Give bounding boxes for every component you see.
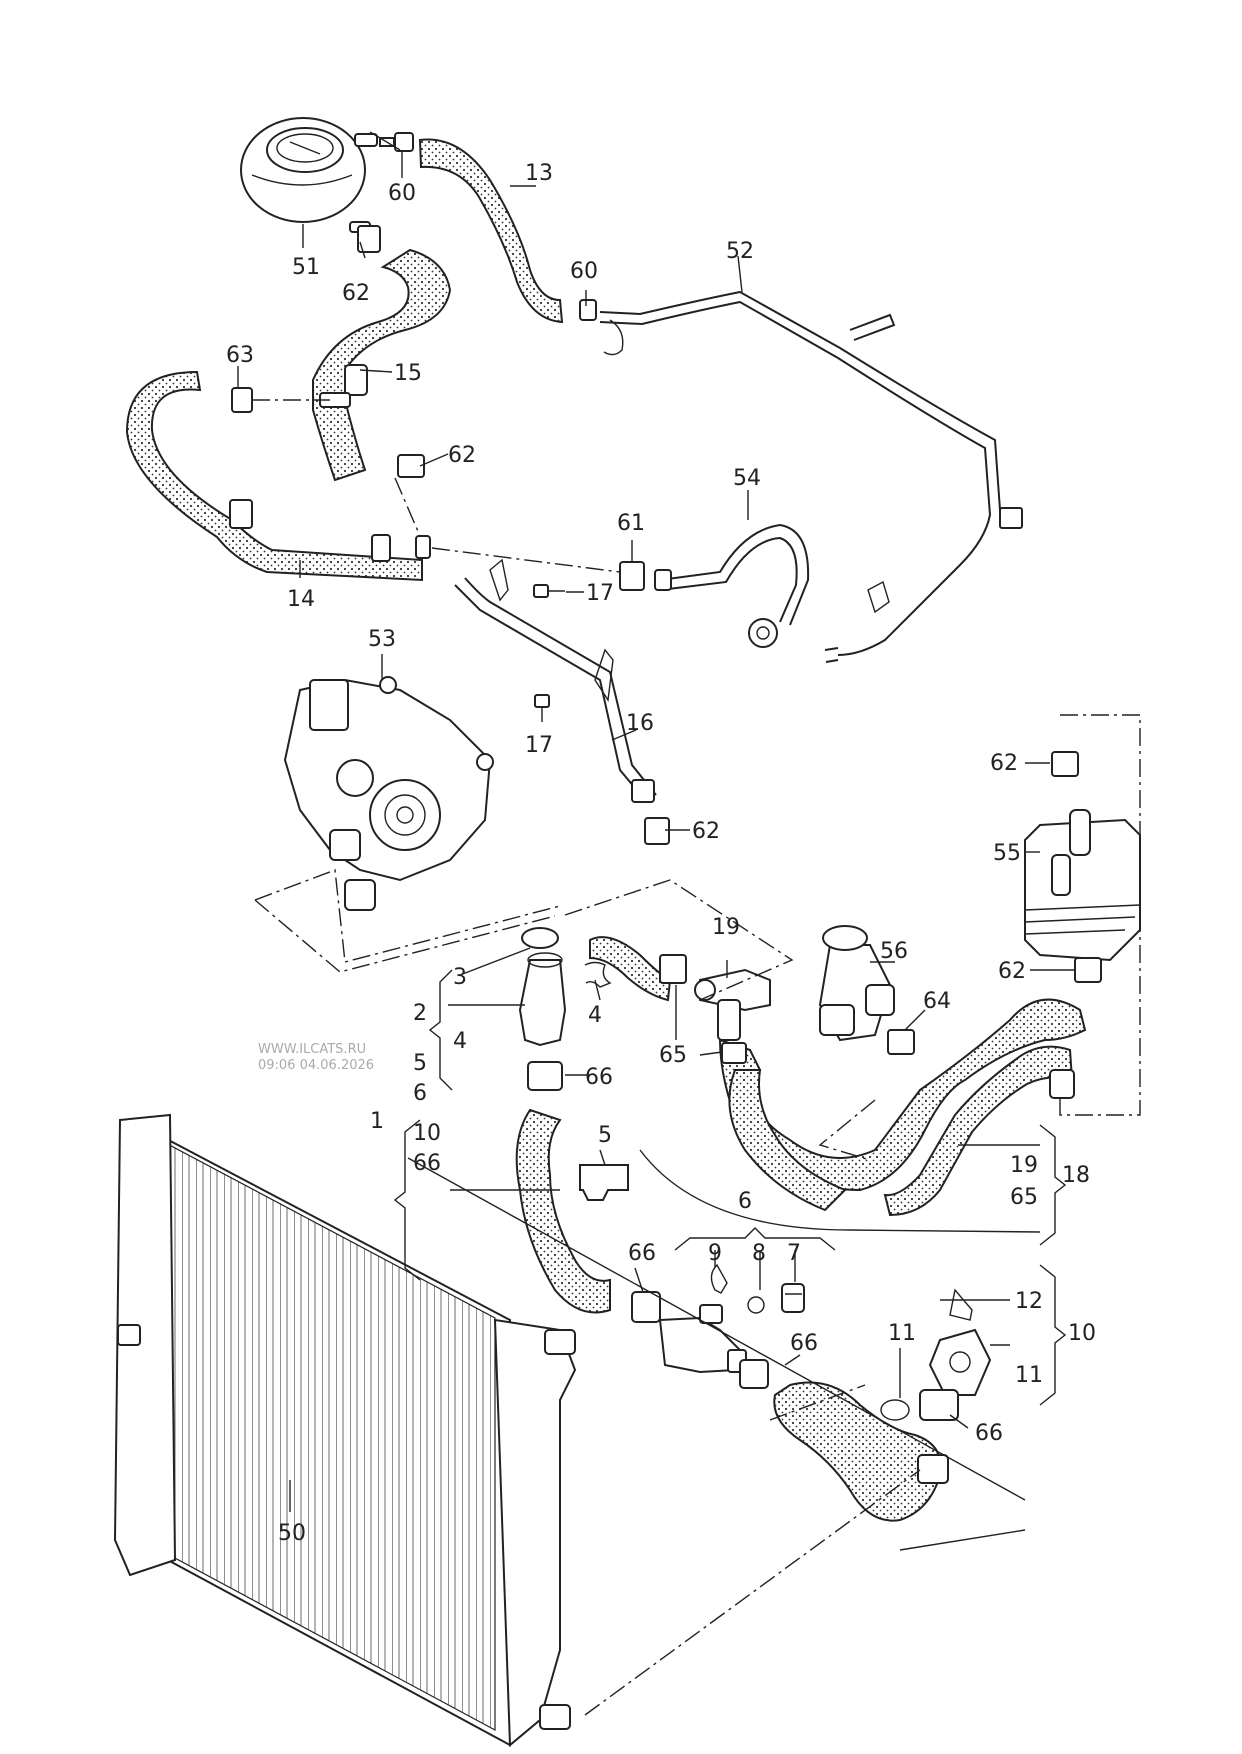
label-66-b: 66 [628,1241,656,1266]
label-60-upper: 60 [388,181,416,206]
label-3: 3 [453,965,467,990]
screw-17-a [533,584,565,598]
coolant-hose-15 [312,248,452,482]
callout-labels: 60 13 51 62 60 52 63 15 62 54 61 17 14 5… [226,161,1096,1546]
coolant-hose-14 [125,370,423,582]
label-56: 56 [880,939,908,964]
retaining-clip-9 [710,1263,728,1294]
label-62-b: 62 [448,443,476,468]
coolant-pipe-16 [454,584,646,801]
valve-56 [818,925,895,1042]
label-66-e: 66 [413,1151,441,1176]
oil-cooler-55 [1024,751,1141,983]
label-66-c: 66 [790,1331,818,1356]
leader-lines [237,131,1075,1716]
label-4-a: 4 [588,1003,602,1028]
label-11-a: 11 [888,1321,916,1346]
hose-clamp-66-b [631,1291,661,1323]
label-60-lower: 60 [570,259,598,284]
o-ring-11 [880,1399,910,1421]
label-62-e: 62 [998,959,1026,984]
coolant-pipe-54 [659,523,810,626]
label-7: 7 [787,1241,801,1266]
radiator-hose-1 [515,1108,611,1314]
label-62-c: 62 [692,819,720,844]
label-62-a: 62 [342,281,370,306]
hose-clamp-62-d [1051,751,1079,777]
label-16: 16 [626,711,654,736]
label-12: 12 [1015,1289,1043,1314]
hose-clamp-62-b [397,454,425,478]
label-8: 8 [752,1241,766,1266]
o-ring-8 [747,1296,765,1314]
label-5-a: 5 [413,1051,427,1076]
label-52: 52 [726,239,754,264]
label-51: 51 [292,255,320,280]
hose-clamp-62-c [644,817,670,845]
label-19-a: 19 [712,915,740,940]
label-66-d: 66 [975,1421,1003,1446]
label-54: 54 [733,466,761,491]
label-14: 14 [287,587,315,612]
label-2: 2 [413,1001,427,1026]
label-18: 18 [1062,1163,1090,1188]
radiator-50 [113,1113,577,1748]
coolant-pump-53 [283,676,494,911]
label-65-a: 65 [659,1043,687,1068]
screw-17-b [534,694,550,722]
coolant-flange-11 [928,1328,992,1396]
label-4-b: 4 [453,1029,467,1054]
clip-5 [579,1164,629,1201]
vent-hose-13 [418,138,564,324]
hose-clamp-66-c [739,1359,769,1389]
label-19-b: 19 [1010,1153,1038,1178]
label-62-d: 62 [990,751,1018,776]
temperature-sensor-7 [781,1283,805,1313]
retaining-clip-12 [949,1288,973,1321]
radiator-hose-10 [773,1381,942,1522]
label-6-a: 6 [413,1081,427,1106]
label-53: 53 [368,627,396,652]
label-10-b: 10 [1068,1321,1096,1346]
label-9: 9 [708,1241,722,1266]
label-50: 50 [278,1521,306,1546]
label-65-b: 65 [1010,1185,1038,1210]
label-61: 61 [617,511,645,536]
label-13: 13 [525,161,553,186]
hose-clamp-65 [721,1042,747,1064]
hose-clamp-63 [231,387,253,413]
watermark-site: WWW.ILCATS.RU [258,1042,366,1057]
watermark-timestamp: 09:06 04.06.2026 [258,1058,374,1073]
connector-19 [694,968,771,1041]
label-11-b: 11 [1015,1363,1043,1388]
label-64: 64 [923,989,951,1014]
label-5-b: 5 [598,1123,612,1148]
hose-clamp-62-e [1074,957,1102,983]
label-63: 63 [226,343,254,368]
hose-clamp-60-lower [579,299,597,321]
label-1: 1 [370,1109,384,1134]
connection-piece-2 [518,927,567,1047]
label-6-b: 6 [738,1189,752,1214]
coolant-pipe-52 [599,290,1016,522]
label-17-b: 17 [525,733,553,758]
hose-clamp-64 [887,1029,915,1055]
label-10-a: 10 [413,1121,441,1146]
label-15: 15 [394,361,422,386]
expansion-tank [240,117,378,233]
label-66-a: 66 [585,1065,613,1090]
hose-clamp-61 [619,561,645,591]
label-55: 55 [993,841,1021,866]
hose-clamp-66-a [527,1061,563,1091]
label-17-a: 17 [586,581,614,606]
hose-clamp-62-a [357,225,381,253]
hose-clamp-66-d [919,1389,959,1421]
